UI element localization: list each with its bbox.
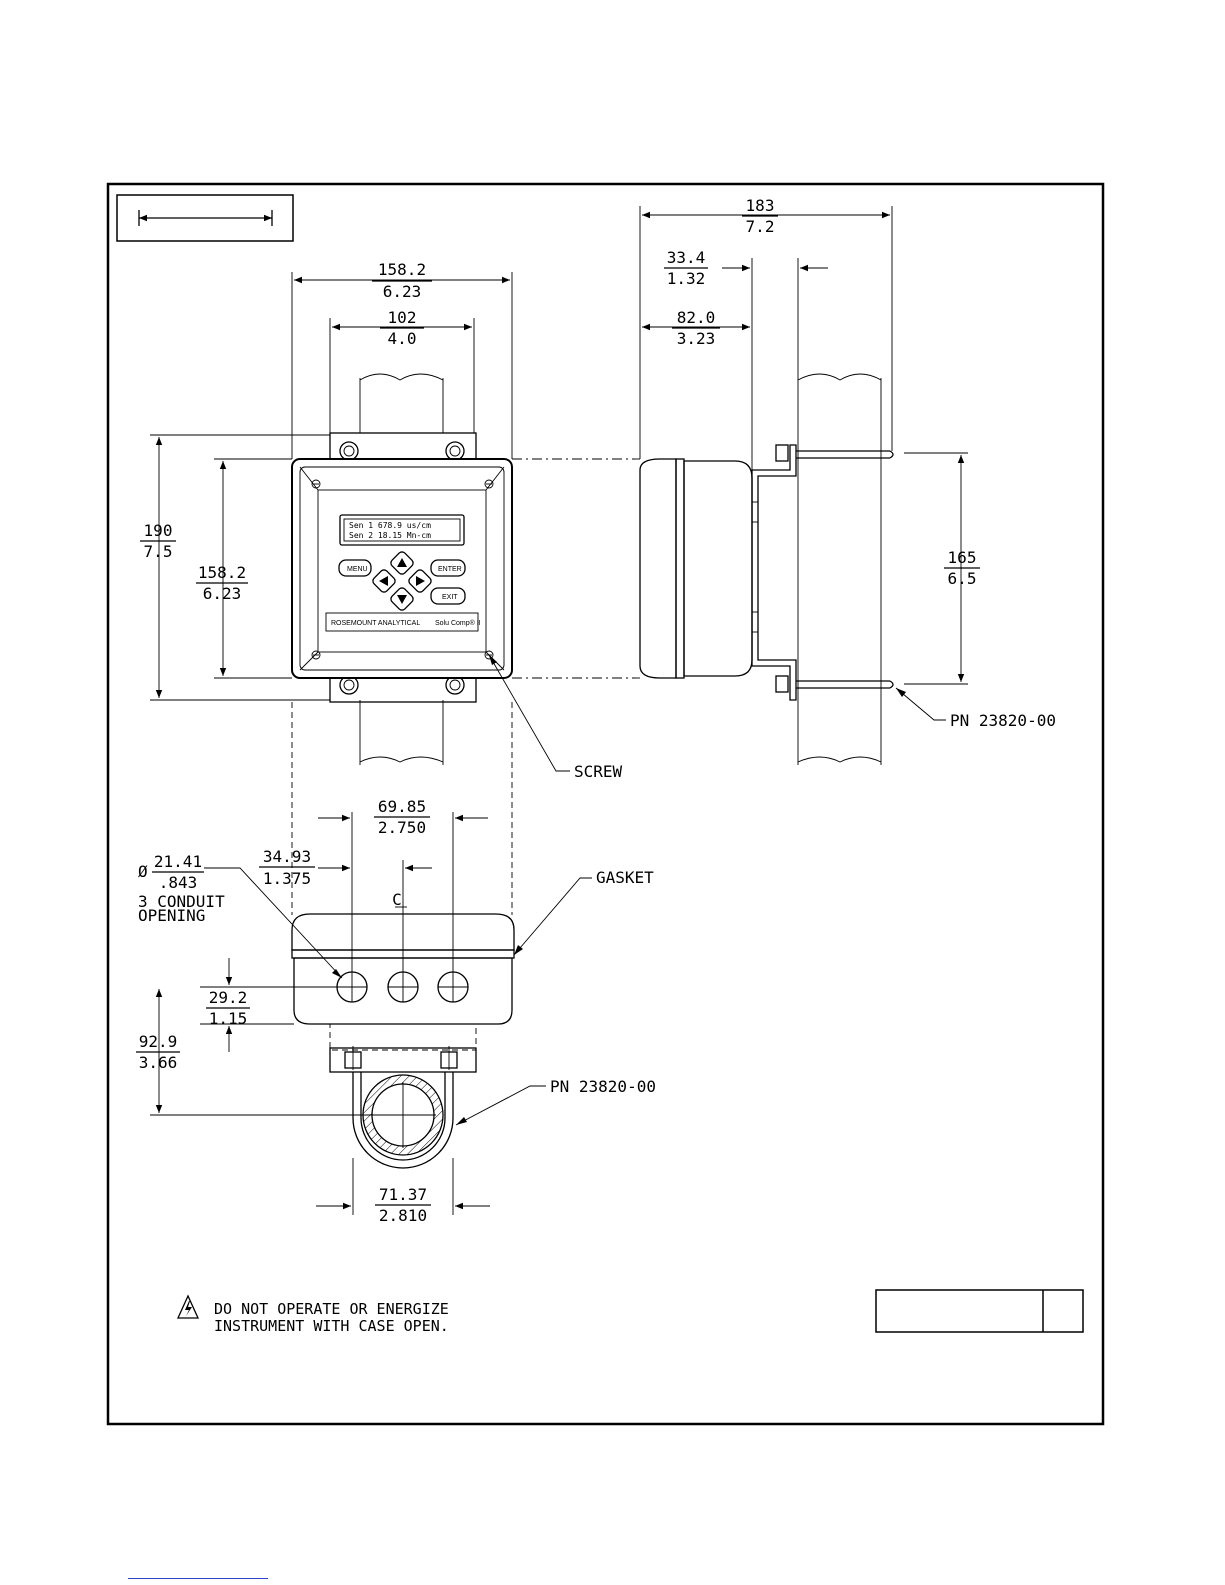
conduit-label-line1: 3 CONDUIT — [138, 892, 225, 911]
callout-screw: SCREW — [574, 762, 623, 781]
dim-conduit-diameter-mm: 21.41 — [154, 852, 202, 871]
dim-side-case-mm: 82.0 — [677, 308, 716, 327]
dim-case-height-in: 6.23 — [203, 584, 242, 603]
bottom-dimensions — [150, 812, 490, 1215]
dim-pipe-offset-mm: 92.9 — [139, 1032, 178, 1051]
dim-total-height-in: 7.5 — [144, 542, 173, 561]
callout-clamp-side: PN 23820-00 — [950, 711, 1056, 730]
up-arrow-key — [390, 551, 414, 575]
dim-conduit-spacing-in: 2.750 — [378, 818, 426, 837]
dim-side-total-in: 7.2 — [746, 217, 775, 236]
callout-clamp-bottom: PN 23820-00 — [550, 1077, 656, 1096]
dim-pipe-width-in: 2.810 — [379, 1206, 427, 1225]
side-view — [639, 373, 894, 765]
down-arrow-icon — [397, 595, 407, 604]
front-dimensions — [150, 272, 513, 701]
callout-gasket: GASKET — [596, 868, 654, 887]
drawing-border — [106, 182, 1105, 1426]
dim-pipe-offset-in: 3.66 — [139, 1053, 178, 1072]
bottom-view — [291, 913, 515, 1169]
dim-conduit-spacing-mm: 69.85 — [378, 797, 426, 816]
dim-conduit-diameter-in: .843 — [159, 873, 198, 892]
scale-legend — [116, 194, 294, 242]
dim-bolt-spacing-mm: 165 — [948, 548, 977, 567]
exit-key-label: EXIT — [442, 594, 458, 601]
conduit-label-line2: OPENING — [138, 906, 205, 925]
warning-icon — [176, 1294, 200, 1319]
display-line-2: Sen 2 18.15 Mn-cm — [349, 531, 431, 540]
display-line-1: Sen 1 678.9 us/cm — [349, 521, 431, 530]
right-arrow-key — [408, 569, 432, 593]
warning-line1: DO NOT OPERATE OR ENERGIZE — [214, 1300, 449, 1318]
dim-bolt-spacing-in: 6.5 — [948, 569, 977, 588]
dim-front-width-mm: 158.2 — [378, 260, 426, 279]
footer-underline — [128, 1578, 268, 1579]
title-block — [875, 1289, 1084, 1333]
dim-side-case-in: 3.23 — [677, 329, 716, 348]
dim-side-total-mm: 183 — [746, 196, 775, 215]
dim-mount-width-mm: 102 — [388, 308, 417, 327]
lcd-display: Sen 1 678.9 us/cm Sen 2 18.15 Mn-cm — [339, 514, 465, 546]
screw-icon — [311, 479, 494, 660]
left-arrow-icon — [379, 576, 388, 586]
exit-key — [430, 587, 466, 605]
dim-conduit-center-in: 1.375 — [263, 869, 311, 888]
dim-total-height-mm: 190 — [144, 521, 173, 540]
dim-conduit-offset-mm: 29.2 — [209, 988, 248, 1007]
side-u-bolt-bottom — [775, 675, 894, 693]
menu-key — [338, 559, 372, 577]
menu-key-label: MENU — [347, 566, 368, 573]
left-arrow-key — [372, 569, 396, 593]
dim-bracket-in: 1.32 — [667, 269, 706, 288]
dim-conduit-center-mm: 34.93 — [263, 847, 311, 866]
enter-key-label: ENTER — [438, 566, 462, 573]
dim-pipe-width-mm: 71.37 — [379, 1185, 427, 1204]
dim-bracket-mm: 33.4 — [667, 248, 706, 267]
dim-front-width-in: 6.23 — [383, 282, 422, 301]
front-pipe — [359, 373, 444, 765]
front-view: Sen 1 678.9 us/cm Sen 2 18.15 Mn-cm MENU… — [291, 373, 513, 765]
centerline-label: C — [392, 890, 402, 909]
side-dimensions — [639, 206, 968, 685]
up-arrow-icon — [397, 558, 407, 567]
conduit-opening — [336, 971, 469, 1003]
enter-key — [430, 559, 466, 577]
side-u-bolt-top — [775, 444, 894, 462]
keypad: MENU ENTER EXIT — [338, 551, 466, 611]
down-arrow-key — [390, 587, 414, 611]
right-arrow-icon — [416, 576, 425, 586]
dim-case-height-mm: 158.2 — [198, 563, 246, 582]
warning-line2: INSTRUMENT WITH CASE OPEN. — [214, 1317, 449, 1335]
model-label: Solu Comp® II — [435, 619, 481, 627]
dim-conduit-offset-in: 1.15 — [209, 1009, 248, 1028]
brand-label: ROSEMOUNT ANALYTICAL — [331, 620, 420, 627]
dim-mount-width-in: 4.0 — [388, 329, 417, 348]
diameter-symbol: Ø — [138, 862, 148, 881]
